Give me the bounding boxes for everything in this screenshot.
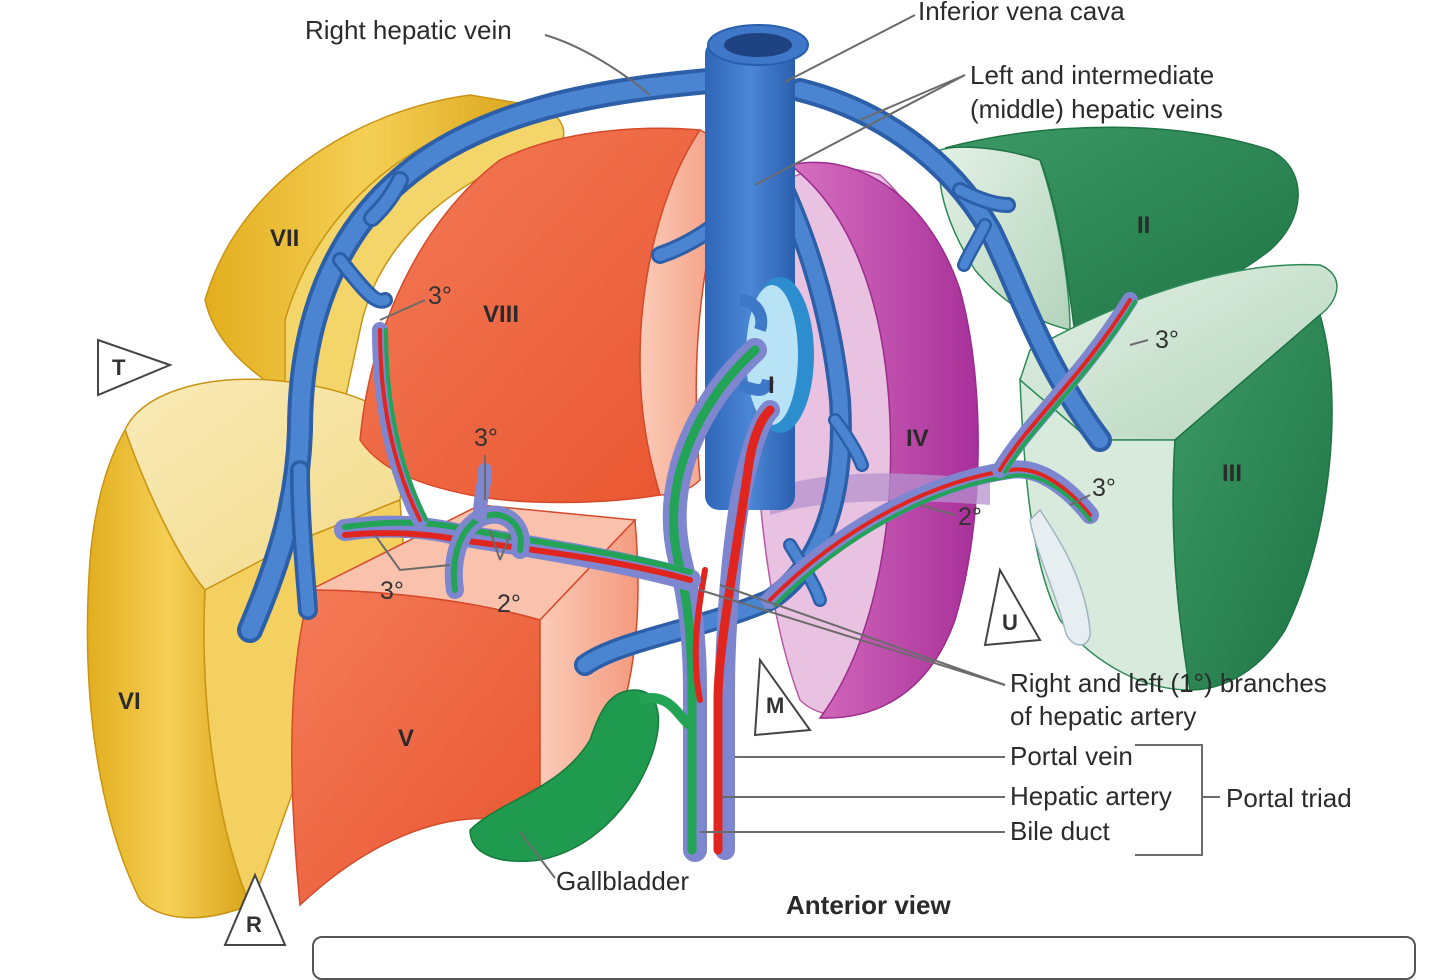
- tertiary-branch-label: 3°: [428, 282, 452, 310]
- caption-box: [312, 936, 1416, 980]
- gallbladder-shape: [469, 689, 693, 862]
- secondary-branch-label: 2°: [958, 503, 982, 531]
- hepatic-artery-branches-label-line1: Right and left (1°) branches: [1010, 668, 1327, 698]
- segment-label-v: V: [398, 725, 415, 752]
- liver-segments-diagram: VII VIII VI V I IV II III 3° 3° 3° 2° 2°…: [86, 0, 1416, 980]
- segment-label-vi: VI: [118, 688, 141, 715]
- tertiary-branch-label: 3°: [1155, 326, 1179, 354]
- marker-r-shape: [223, 872, 287, 946]
- segment-viii-shape: [359, 127, 727, 504]
- view-markers: [97, 338, 1042, 946]
- left-intermediate-hepatic-veins-label-line1: Left and intermediate: [970, 60, 1215, 90]
- tertiary-branch-label: 3°: [474, 424, 498, 452]
- tertiary-branch-label: 3°: [1092, 474, 1116, 502]
- hepatic-artery-branches-label-line2: of hepatic artery: [1010, 701, 1197, 731]
- view-title: Anterior view: [786, 890, 951, 920]
- portal-triad-label: Portal triad: [1226, 783, 1352, 813]
- ligamentum-teres-shape: [1029, 508, 1091, 646]
- marker-t-shape: [97, 338, 173, 397]
- marker-t-letter: T: [112, 355, 126, 380]
- inferior-vena-cava-label: Inferior vena cava: [918, 0, 1125, 26]
- marker-m-shape: [753, 657, 812, 737]
- segment-i-shape: [738, 277, 814, 433]
- right-hepatic-vein-label: Right hepatic vein: [305, 15, 512, 45]
- leader-lines: [374, 14, 1220, 879]
- marker-m-letter: M: [766, 693, 785, 718]
- diagram-canvas: [86, 14, 1338, 946]
- segment-label-ii: II: [1137, 212, 1151, 239]
- segment-label-i: I: [768, 372, 775, 399]
- marker-u-shape: [983, 567, 1042, 647]
- portal-triad-bundles: [334, 292, 1138, 862]
- bile-duct-label: Bile duct: [1010, 816, 1110, 846]
- tertiary-branch-label: 3°: [380, 577, 404, 605]
- portal-vein-label: Portal vein: [1010, 741, 1133, 771]
- segment-label-viii: VIII: [483, 301, 520, 328]
- segment-label-iii: III: [1222, 460, 1243, 487]
- marker-r-letter: R: [246, 912, 262, 937]
- segment-label-iv: IV: [906, 425, 929, 452]
- left-intermediate-hepatic-veins-label-line2: (middle) hepatic veins: [970, 94, 1223, 124]
- gallbladder-label: Gallbladder: [556, 866, 689, 896]
- segment-label-vii: VII: [270, 225, 300, 252]
- hepatic-artery-label: Hepatic artery: [1010, 781, 1172, 811]
- secondary-branch-label: 2°: [497, 590, 521, 618]
- marker-u-letter: U: [1002, 610, 1018, 635]
